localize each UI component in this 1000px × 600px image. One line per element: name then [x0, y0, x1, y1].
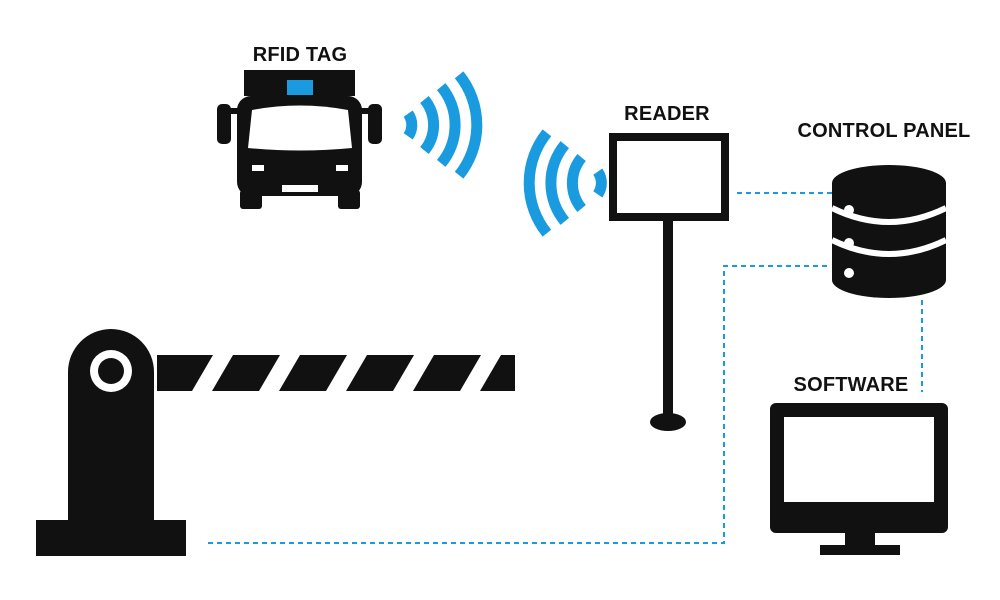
label-control-panel: CONTROL PANEL — [798, 120, 971, 142]
connection-lines — [208, 192, 923, 544]
barrier-arm — [157, 355, 515, 391]
rfid-tag-chip — [287, 80, 313, 95]
connector-barrier-to-control-panel — [208, 265, 830, 544]
database-icon — [830, 165, 948, 298]
monitor-icon — [770, 403, 948, 555]
label-software: SOFTWARE — [794, 374, 909, 396]
barrier-gate-icon — [36, 329, 515, 556]
label-reader: READER — [624, 103, 710, 125]
label-rfid-tag: RFID TAG — [253, 44, 348, 66]
truck-icon — [217, 70, 382, 209]
reader-icon — [609, 133, 729, 431]
wifi-signal-icon — [403, 71, 607, 237]
